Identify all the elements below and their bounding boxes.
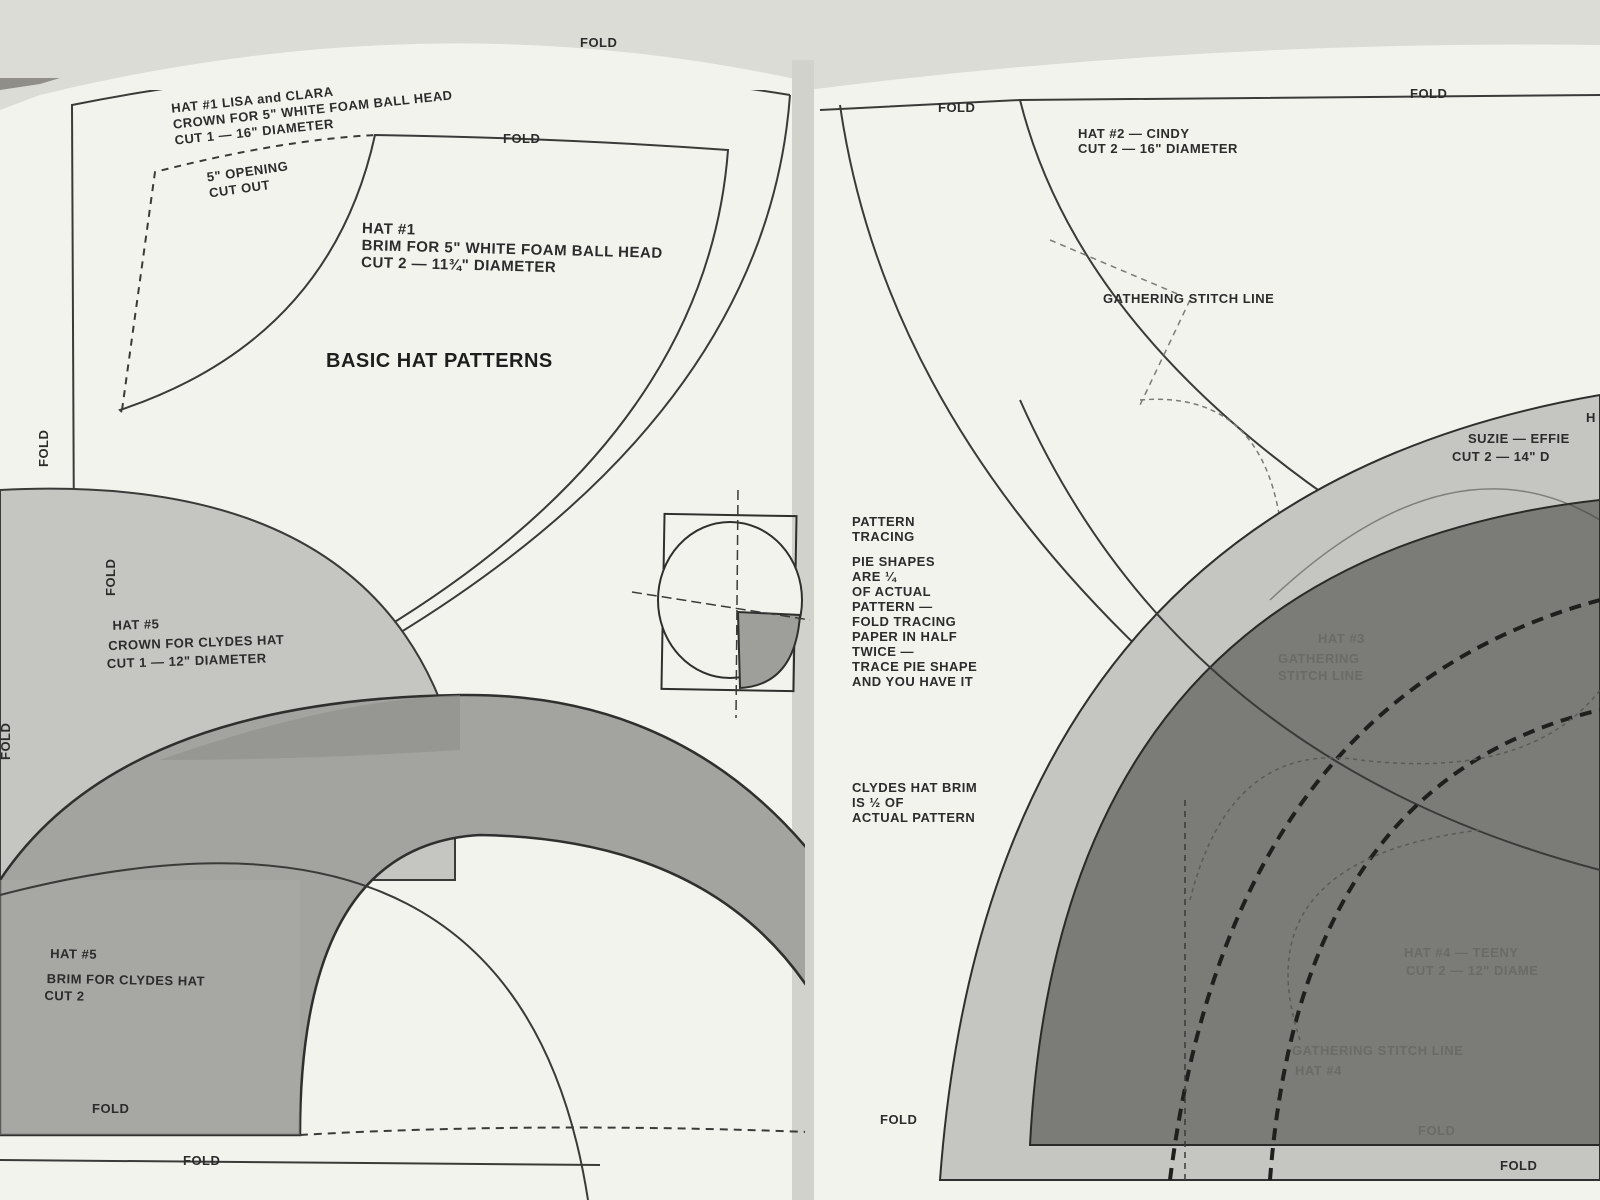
hat2-label: HAT #2 — CINDY CUT 2 — 16" DIAMETER (1078, 126, 1238, 156)
brim-fold-label: FOLD (503, 131, 540, 146)
svg-text:STITCH LINE: STITCH LINE (1278, 668, 1364, 683)
svg-text:GATHERING STITCH LINE: GATHERING STITCH LINE (1292, 1043, 1463, 1058)
right-bottom-fold-2: FOLD (1500, 1158, 1537, 1173)
svg-text:CUT 2: CUT 2 (44, 988, 84, 1004)
opening-dashed-line (121, 134, 376, 411)
svg-text:HAT #3: HAT #3 (1318, 631, 1365, 646)
svg-text:IS ½ OF: IS ½ OF (852, 795, 904, 810)
hat4-gathering-label: GATHERING STITCH LINE HAT #4 (1292, 1043, 1463, 1078)
svg-text:PAPER IN HALF: PAPER IN HALF (852, 629, 957, 644)
side-fold-label-2: FOLD (103, 559, 118, 596)
pie-shapes-note: PIE SHAPES ARE ¼ OF ACTUAL PATTERN — FOL… (852, 554, 977, 689)
svg-text:TWICE —: TWICE — (852, 644, 914, 659)
svg-text:GATHERING: GATHERING (1278, 651, 1360, 666)
svg-text:H: H (1586, 410, 1596, 425)
svg-text:HAT #5: HAT #5 (50, 946, 97, 962)
tracing-diagram (631, 489, 811, 719)
center-notes: PATTERN TRACING PIE SHAPES ARE ¼ OF ACTU… (852, 514, 977, 825)
side-fold-label-edge: FOLD (0, 723, 13, 760)
hat1-crown-outline (70, 90, 791, 766)
svg-text:TRACING: TRACING (852, 529, 915, 544)
bottom-fold-label-3: FOLD (880, 1112, 917, 1127)
svg-text:OF ACTUAL: OF ACTUAL (852, 584, 931, 599)
svg-text:HAT #1: HAT #1 (362, 220, 416, 238)
svg-text:AND YOU HAVE IT: AND YOU HAVE IT (852, 674, 973, 689)
right-bottom-fold-1: FOLD (1418, 1123, 1455, 1138)
hat5-crown-label: HAT #5 CROWN FOR CLYDES HAT CUT 1 — 12" … (107, 616, 285, 672)
svg-text:CUT 2 — 12" DIAME: CUT 2 — 12" DIAME (1406, 963, 1538, 978)
top-fold-label: FOLD (580, 35, 617, 50)
overlap-shade (160, 695, 460, 760)
svg-text:PATTERN —: PATTERN — (852, 599, 933, 614)
svg-text:HAT #5: HAT #5 (112, 616, 159, 633)
gathering-stitch-label: GATHERING STITCH LINE (1103, 291, 1274, 306)
svg-text:CUT 1 — 12" DIAMETER: CUT 1 — 12" DIAMETER (107, 651, 267, 672)
page-title: BASIC HAT PATTERNS (326, 350, 553, 372)
tracing-note: PATTERN TRACING (852, 514, 915, 544)
fold-label-a: FOLD (938, 100, 975, 115)
svg-text:ARE ¼: ARE ¼ (852, 569, 897, 584)
svg-text:PATTERN: PATTERN (852, 514, 915, 529)
svg-text:FOLD TRACING: FOLD TRACING (852, 614, 956, 629)
hat4-label: HAT #4 — TEENY CUT 2 — 12" DIAME (1404, 945, 1538, 978)
brim-left-shade (0, 880, 300, 1135)
bottom-fold-label-1: FOLD (92, 1101, 129, 1116)
fold-label-b: FOLD (1410, 86, 1447, 101)
crown-lower-arc (0, 862, 589, 1200)
hat3-shape (1028, 498, 1600, 1146)
bottom-fold-label-2: FOLD (183, 1153, 220, 1168)
svg-text:CROWN FOR CLYDES HAT: CROWN FOR CLYDES HAT (108, 632, 285, 653)
book-edge-left (0, 78, 60, 90)
right-page-labels: FOLD FOLD HAT #2 — CINDY CUT 2 — 16" DIA… (938, 86, 1596, 1173)
svg-text:CUT 2 — 16" DIAMETER: CUT 2 — 16" DIAMETER (1078, 141, 1238, 156)
svg-text:CLYDES HAT BRIM: CLYDES HAT BRIM (852, 780, 977, 795)
hat5-brim-shape (0, 693, 805, 1137)
hat4-gathering-dashed (1268, 708, 1600, 1181)
svg-text:BRIM FOR CLYDES HAT: BRIM FOR CLYDES HAT (47, 971, 206, 989)
svg-text:PIE SHAPES: PIE SHAPES (852, 554, 935, 569)
svg-text:HAT #2 — CINDY: HAT #2 — CINDY (1078, 126, 1190, 141)
svg-text:CUT 2 — 14" D: CUT 2 — 14" D (1452, 449, 1550, 464)
suzie-label: H SUZIE — EFFIE CUT 2 — 14" D (1452, 410, 1596, 464)
hat3-label: HAT #3 GATHERING STITCH LINE (1278, 631, 1365, 683)
svg-text:SUZIE — EFFIE: SUZIE — EFFIE (1468, 431, 1570, 446)
hat3-gathering-dashed (1168, 598, 1600, 1181)
svg-text:HAT #4: HAT #4 (1295, 1063, 1342, 1078)
brim-fold-dashed (299, 1126, 805, 1136)
bottom-edge-line (0, 1159, 601, 1166)
hat5-brim-label: HAT #5 BRIM FOR CLYDES HAT CUT 2 (44, 946, 206, 1004)
side-fold-label-1: FOLD (36, 430, 51, 467)
svg-text:CUT 2 — 11¾" DIAMETER: CUT 2 — 11¾" DIAMETER (361, 254, 557, 276)
svg-text:TRACE PIE SHAPE: TRACE PIE SHAPE (852, 659, 977, 674)
svg-text:HAT #4 — TEENY: HAT #4 — TEENY (1404, 945, 1518, 960)
svg-text:ACTUAL PATTERN: ACTUAL PATTERN (852, 810, 975, 825)
gathering-line-dashed (1139, 398, 1281, 521)
clydes-brim-note: CLYDES HAT BRIM IS ½ OF ACTUAL PATTERN (852, 780, 977, 825)
hat1-brim-outline (118, 133, 730, 746)
